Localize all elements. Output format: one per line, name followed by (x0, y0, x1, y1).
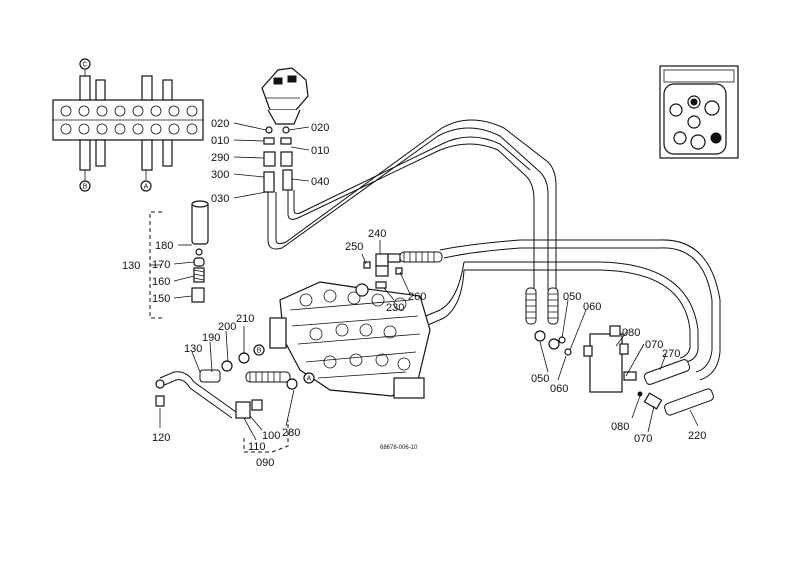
label-130-lower: 130 (184, 343, 202, 355)
label-200: 200 (218, 321, 236, 333)
label-080: 080 (622, 327, 640, 339)
label-260: 260 (408, 291, 426, 303)
main-control-valve (269, 281, 431, 399)
label-280: 280 (282, 427, 300, 439)
label-110: 110 (248, 441, 266, 453)
label-050: 050 (563, 291, 581, 303)
label-100: 100 (262, 430, 280, 442)
label-270: 270 (662, 348, 680, 360)
letter-mark-c: C (82, 62, 87, 69)
label-030: 030 (211, 193, 229, 205)
hydraulic-pipes (159, 119, 721, 419)
label-090: 090 (256, 457, 274, 469)
letter-mark-b: B (83, 184, 88, 191)
label-150: 150 (152, 293, 170, 305)
pilot-fittings (263, 126, 293, 193)
label-070-lower: 070 (634, 433, 652, 445)
label-250: 250 (345, 241, 363, 253)
label-190: 190 (202, 332, 220, 344)
label-070: 070 (645, 339, 663, 351)
label-010-right: 010 (311, 145, 329, 157)
label-060: 060 (583, 301, 601, 313)
label-290: 290 (211, 152, 229, 164)
part-labels: 020 010 290 300 030 020 010 040 180 130 … (122, 118, 706, 469)
label-040: 040 (311, 176, 329, 188)
letter-mark-a: A (144, 184, 149, 191)
label-240: 240 (368, 228, 386, 240)
label-220: 220 (688, 430, 706, 442)
label-170: 170 (152, 259, 170, 271)
label-020-right: 020 (311, 122, 329, 134)
control-valve-bank: C B A (52, 58, 204, 192)
pump-top-view (659, 65, 739, 159)
label-010: 010 (211, 135, 229, 147)
label-160: 160 (152, 276, 170, 288)
fitting-240 (363, 251, 443, 289)
right-hose-block (525, 287, 714, 416)
drawing-code: 68678-006-10 (380, 445, 418, 451)
label-020: 020 (211, 118, 229, 130)
label-230: 230 (386, 302, 404, 314)
left-lower-fittings: B A (155, 344, 315, 453)
leader-lines (150, 122, 699, 441)
label-060-lower: 060 (550, 383, 568, 395)
label-300: 300 (211, 169, 229, 181)
label-180: 180 (155, 240, 173, 252)
pilot-valve (261, 67, 309, 125)
label-050-lower: 050 (531, 373, 549, 385)
svg-text:A: A (307, 376, 312, 383)
label-130: 130 (122, 260, 140, 272)
label-120: 120 (152, 432, 170, 444)
svg-text:B: B (257, 348, 262, 355)
label-080-lower: 080 (611, 421, 629, 433)
label-210: 210 (236, 313, 254, 325)
